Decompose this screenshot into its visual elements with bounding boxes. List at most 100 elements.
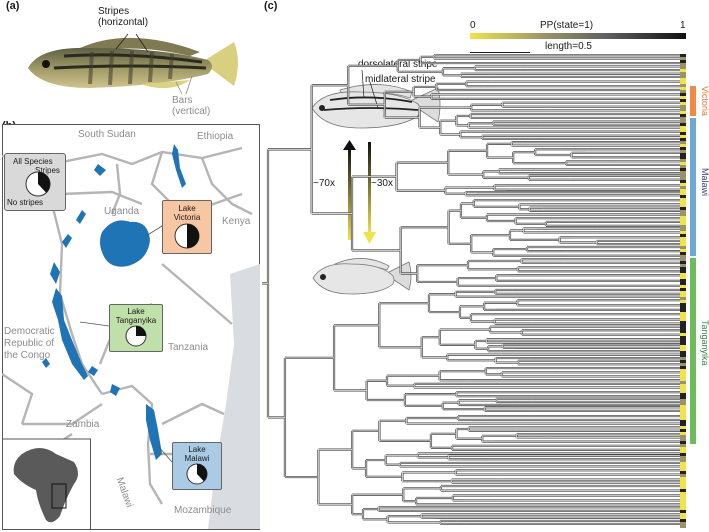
tip-state	[680, 486, 686, 489]
tip-state	[680, 249, 686, 252]
colorbar-title: PP(state=1)	[540, 20, 594, 31]
legend-no-stripes: No stripes	[7, 198, 44, 207]
tip-state	[680, 105, 686, 108]
tip-state	[680, 93, 686, 96]
tip-state	[680, 198, 686, 201]
fish-tail	[202, 42, 238, 86]
tip-state	[680, 174, 686, 177]
tip-state	[680, 135, 686, 138]
tip-state	[680, 66, 686, 69]
tip-state	[680, 315, 686, 318]
tip-state	[680, 90, 686, 93]
tip-state	[680, 477, 686, 480]
tip-state	[680, 372, 686, 375]
fish-dorsal-fin	[80, 37, 200, 56]
tip-state	[680, 525, 686, 528]
gain-arrow-head	[343, 140, 356, 150]
tip-state	[680, 468, 686, 471]
tip-state	[680, 117, 686, 120]
panel-a-label: (a)	[6, 0, 20, 12]
tip-state	[680, 513, 686, 516]
tip-state	[680, 396, 686, 399]
lakes	[42, 144, 186, 460]
tip-state	[680, 390, 686, 393]
loss-arrow-head	[363, 232, 376, 244]
tip-state	[680, 399, 686, 402]
tip-state	[680, 84, 686, 87]
tip-state	[680, 243, 686, 246]
tip-state	[680, 57, 686, 60]
tip-state	[680, 183, 686, 186]
gain-arrow-shaft	[348, 148, 351, 240]
tip-state	[680, 75, 686, 78]
all-species-legend: All Species Stripes No stripes	[4, 153, 66, 211]
tip-state	[680, 354, 686, 357]
tip-state	[680, 141, 686, 144]
tip-state	[680, 282, 686, 285]
tip-state	[680, 435, 686, 438]
tip-state	[680, 438, 686, 441]
lake-victoria-shape	[100, 220, 150, 267]
tip-state	[680, 510, 686, 513]
label-uganda: Uganda	[104, 206, 140, 217]
tip-state	[680, 201, 686, 204]
tip-state	[680, 81, 686, 84]
box-connectors	[79, 225, 173, 463]
tip-state	[680, 471, 686, 474]
tip-state	[680, 384, 686, 387]
loss-arrow-shaft	[368, 142, 371, 234]
tip-state	[680, 234, 686, 237]
tip-state	[680, 429, 686, 432]
tip-state	[680, 366, 686, 369]
tip-state	[680, 303, 686, 306]
tip-state	[680, 156, 686, 159]
tip-state	[680, 144, 686, 147]
tip-state	[680, 393, 686, 396]
tip-state	[680, 330, 686, 333]
tip-state	[680, 222, 686, 225]
tip-state	[680, 363, 686, 366]
tip-state	[680, 60, 686, 63]
tip-state	[680, 189, 686, 192]
tip-state	[680, 78, 686, 81]
tip-state	[680, 111, 686, 114]
tip-state	[680, 177, 686, 180]
lake-malawi-title: Lake Malawi	[184, 445, 210, 463]
tip-state	[680, 108, 686, 111]
colorbar-max: 1	[680, 20, 686, 31]
tip-state	[680, 450, 686, 453]
cichlid-fish-photo	[28, 33, 238, 95]
tip-state	[680, 369, 686, 372]
tip-state	[680, 231, 686, 234]
tip-state	[680, 333, 686, 336]
tip-state	[680, 456, 686, 459]
tip-state	[680, 459, 686, 462]
tip-state	[680, 408, 686, 411]
tip-state	[680, 204, 686, 207]
fish-anal-fin	[140, 80, 190, 89]
colorbar	[470, 33, 686, 39]
tip-state	[680, 483, 686, 486]
scale-label: length=0.5	[545, 41, 592, 52]
phylogenetic-tree	[262, 54, 686, 528]
tip-state	[680, 195, 686, 198]
africa-inset	[2, 438, 91, 530]
lake-victoria-pie	[174, 223, 200, 249]
tip-state	[680, 411, 686, 414]
tip-state	[680, 381, 686, 384]
tip-state	[680, 219, 686, 222]
clade-label-tanganyika: Tanganyika	[700, 320, 709, 366]
tip-state	[680, 129, 686, 132]
tip-state	[680, 276, 686, 279]
tip-state	[680, 54, 686, 57]
legend-stripes: Stripes	[35, 166, 60, 175]
tip-state	[680, 462, 686, 465]
tip-state	[680, 63, 686, 66]
tip-state	[680, 474, 686, 477]
tip-state	[680, 519, 686, 522]
tip-state	[680, 261, 686, 264]
tip-state	[680, 432, 686, 435]
label-zambia: Zambia	[66, 419, 100, 430]
tip-state	[680, 171, 686, 174]
tip-state	[680, 324, 686, 327]
